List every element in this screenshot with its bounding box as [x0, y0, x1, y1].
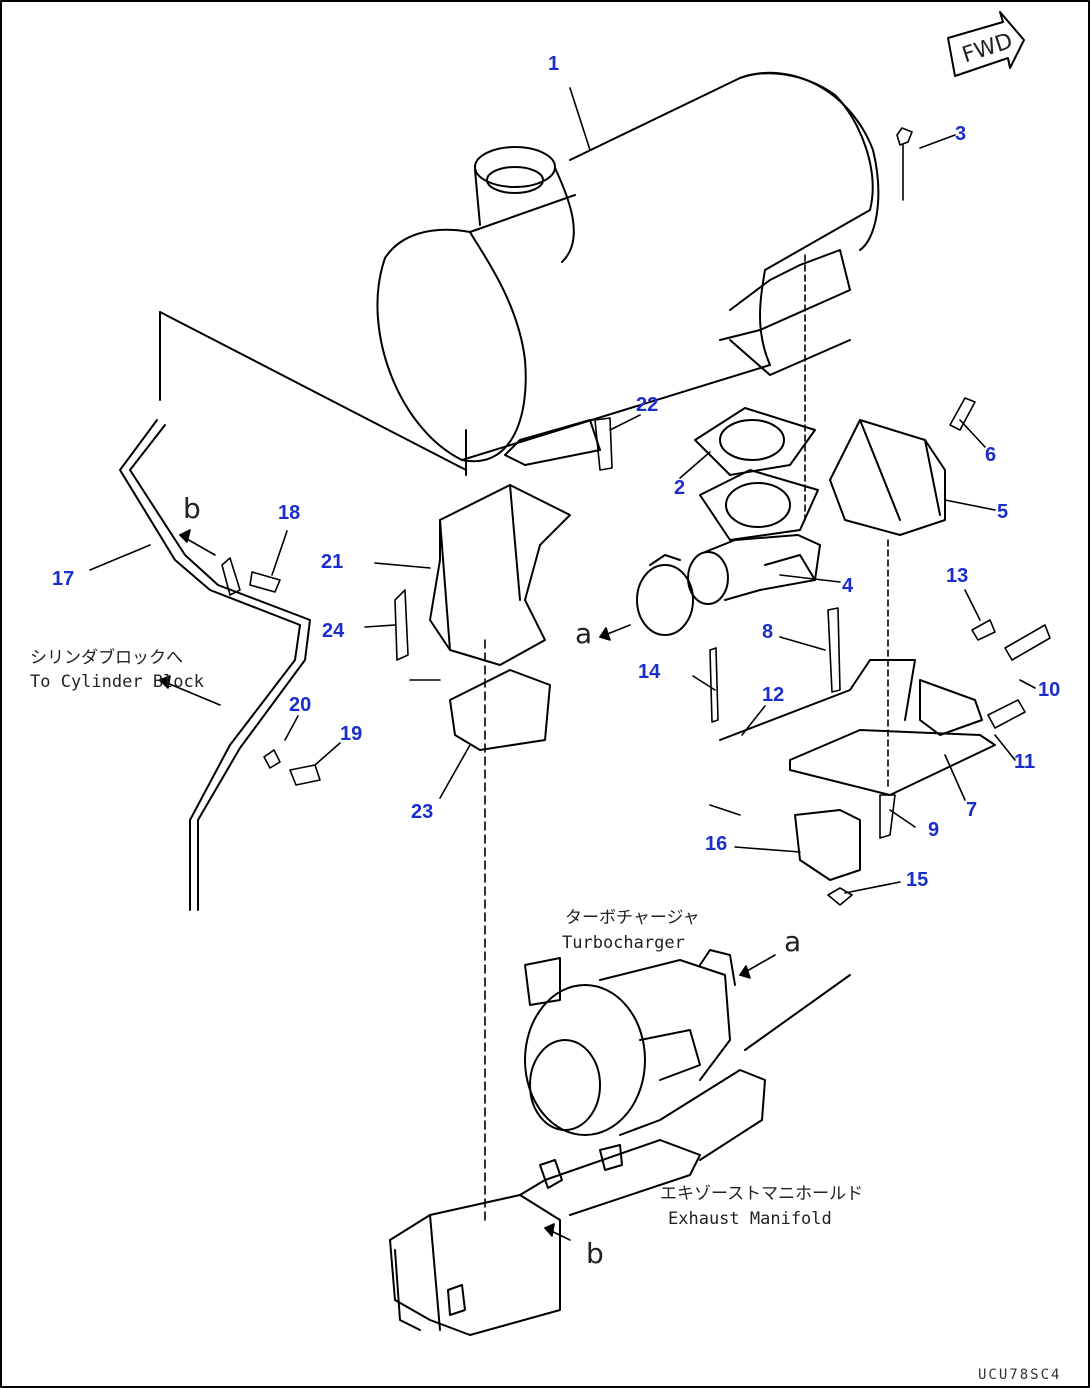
callout-23[interactable]: 23 [411, 801, 434, 823]
bracket-5 [829, 419, 946, 536]
block-23 [449, 669, 551, 751]
tube-17 [119, 311, 467, 911]
note-exhaust-manifold-en: Exhaust Manifold [668, 1209, 832, 1229]
callout-22[interactable]: 22 [636, 394, 659, 416]
exhaust-manifold-drawing [389, 1139, 701, 1336]
callout-24[interactable]: 24 [322, 620, 345, 642]
muffler-drawing [376, 71, 880, 476]
callout-6[interactable]: 6 [985, 444, 997, 466]
callout-4[interactable]: 4 [842, 575, 854, 597]
callout-3[interactable]: 3 [955, 123, 967, 145]
callout-16[interactable]: 16 [705, 833, 728, 855]
leader-lines [89, 87, 1036, 1221]
note-turbocharger-jp: ターボチャージャ [565, 908, 700, 928]
callout-9[interactable]: 9 [928, 819, 940, 841]
callout-1[interactable]: 1 [548, 53, 560, 75]
view-arrows [159, 529, 776, 1241]
note-turbocharger-en: Turbocharger [562, 933, 685, 953]
callout-13[interactable]: 13 [946, 565, 969, 587]
callout-17[interactable]: 17 [52, 568, 75, 590]
gasket-2 [694, 407, 816, 476]
callout-2[interactable]: 2 [674, 477, 686, 499]
bracket-21 [429, 484, 571, 666]
callout-15[interactable]: 15 [906, 869, 929, 891]
note-cylinder-block-en: To Cylinder Block [30, 672, 204, 692]
view-letter-a-left: a [575, 617, 593, 650]
turbocharger-drawing [524, 949, 851, 1161]
callout-12[interactable]: 12 [762, 684, 785, 706]
callout-8[interactable]: 8 [762, 621, 774, 643]
view-letter-b-bottom: b [586, 1237, 604, 1270]
view-letter-a-right: a [784, 925, 802, 958]
callout-14[interactable]: 14 [638, 661, 661, 683]
view-letter-b-top: b [183, 492, 201, 525]
callout-20[interactable]: 20 [289, 694, 312, 716]
fwd-arrow-icon [947, 11, 1025, 77]
callout-18[interactable]: 18 [278, 502, 301, 524]
clamp-drawing [636, 554, 694, 636]
bracket-7 [719, 659, 996, 881]
drawing-code: UCU78SC4 [978, 1367, 1062, 1383]
callout-11[interactable]: 11 [1014, 751, 1036, 773]
callout-10[interactable]: 10 [1038, 679, 1061, 701]
callout-5[interactable]: 5 [997, 501, 1009, 523]
callout-7[interactable]: 7 [966, 799, 978, 821]
note-cylinder-block-jp: シリンダブロックへ [30, 648, 183, 668]
callout-21[interactable]: 21 [321, 551, 344, 573]
note-exhaust-manifold-jp: エキゾーストマニホールド [660, 1184, 864, 1204]
exhaust-pipe-4 [687, 469, 821, 605]
callout-19[interactable]: 19 [340, 723, 363, 745]
bolt-icons [221, 127, 1051, 906]
